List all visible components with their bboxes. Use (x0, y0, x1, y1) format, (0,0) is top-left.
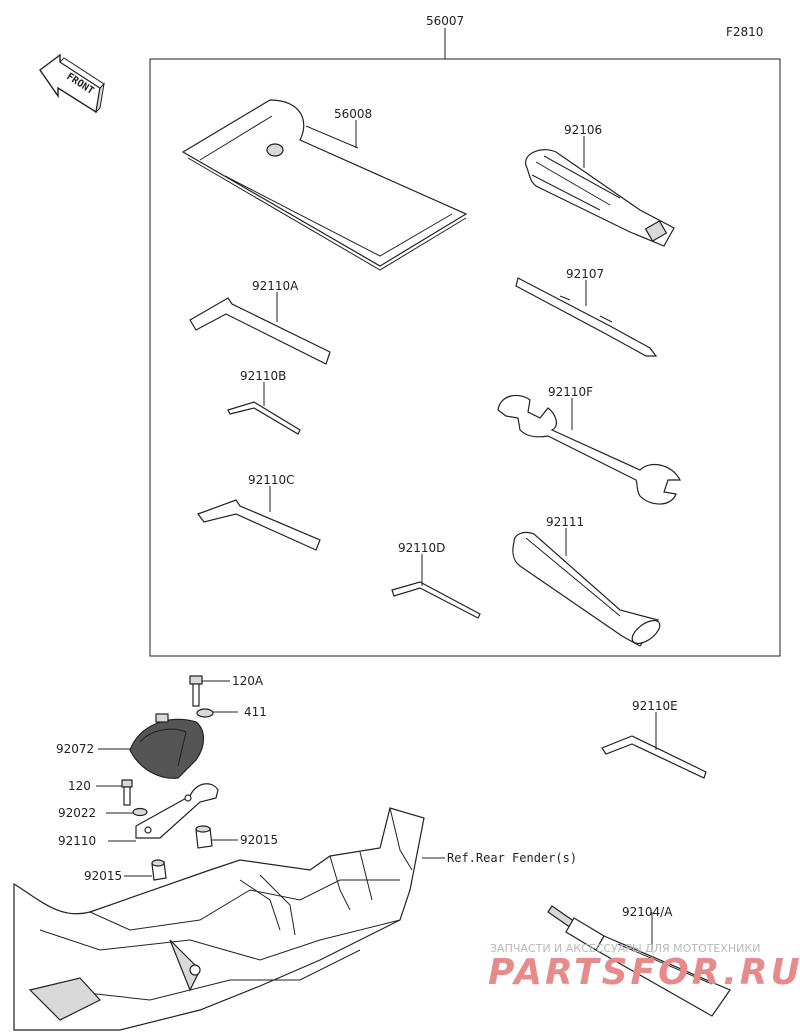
hex-wrench-92110e (601, 735, 707, 779)
washer-92022 (132, 807, 148, 817)
screwdriver-handle-92106 (524, 149, 675, 247)
callout-ref-fender: Ref.Rear Fender(s) (447, 851, 577, 865)
cover-92072 (129, 713, 205, 779)
callout-92110c: 92110C (248, 473, 295, 487)
watermark-logo: PARTSFOR.RU (488, 952, 800, 993)
callout-411: 411 (244, 705, 267, 719)
callout-92015-left: 92015 (84, 869, 122, 883)
hex-wrench-92110a (189, 297, 331, 365)
callout-56007: 56007 (426, 14, 464, 28)
callout-92110f: 92110F (548, 385, 593, 399)
callout-92106: 92106 (564, 123, 602, 137)
front-arrow-icon: FRONT (39, 53, 105, 114)
callout-92110b: 92110B (240, 369, 286, 383)
callout-120: 120 (68, 779, 91, 793)
bolt-120a (189, 675, 203, 707)
hex-wrench-92110d (391, 581, 481, 619)
watermark-tagline: ЗАПЧАСТИ И АКСЕССУАРЫ ДЛЯ МОТОТЕХНИКИ (490, 942, 760, 955)
callout-92111: 92111 (546, 515, 584, 529)
callout-92104a: 92104/A (622, 905, 673, 919)
callout-92110d: 92110D (398, 541, 445, 555)
bolt-120 (121, 779, 133, 806)
callout-120a: 120A (232, 674, 264, 688)
screwdriver-bit-92107 (515, 277, 658, 357)
callout-92015-right: 92015 (240, 833, 278, 847)
grease-tube-92104a (547, 905, 731, 1017)
diagram-code: F2810 (726, 25, 763, 39)
callout-92110e: 92110E (632, 699, 678, 713)
callout-92072: 92072 (56, 742, 94, 756)
washer-411 (196, 708, 214, 718)
open-wrench-92110f (497, 394, 681, 505)
callout-92107: 92107 (566, 267, 604, 281)
hex-wrench-92110c (197, 499, 321, 551)
extension-handle-92111 (512, 531, 661, 647)
callout-92110: 92110 (58, 834, 96, 848)
collar-92015-left (151, 859, 167, 881)
rear-fender-structure (13, 807, 425, 1031)
callout-92110a: 92110A (252, 279, 299, 293)
hex-wrench-92110b (227, 401, 301, 435)
callout-56008: 56008 (334, 107, 372, 121)
callout-92022: 92022 (58, 806, 96, 820)
bracket-92110 (135, 783, 219, 839)
tool-kit-frame (149, 58, 781, 657)
collar-92015-right (195, 825, 213, 849)
tool-bag-56008 (181, 99, 468, 271)
